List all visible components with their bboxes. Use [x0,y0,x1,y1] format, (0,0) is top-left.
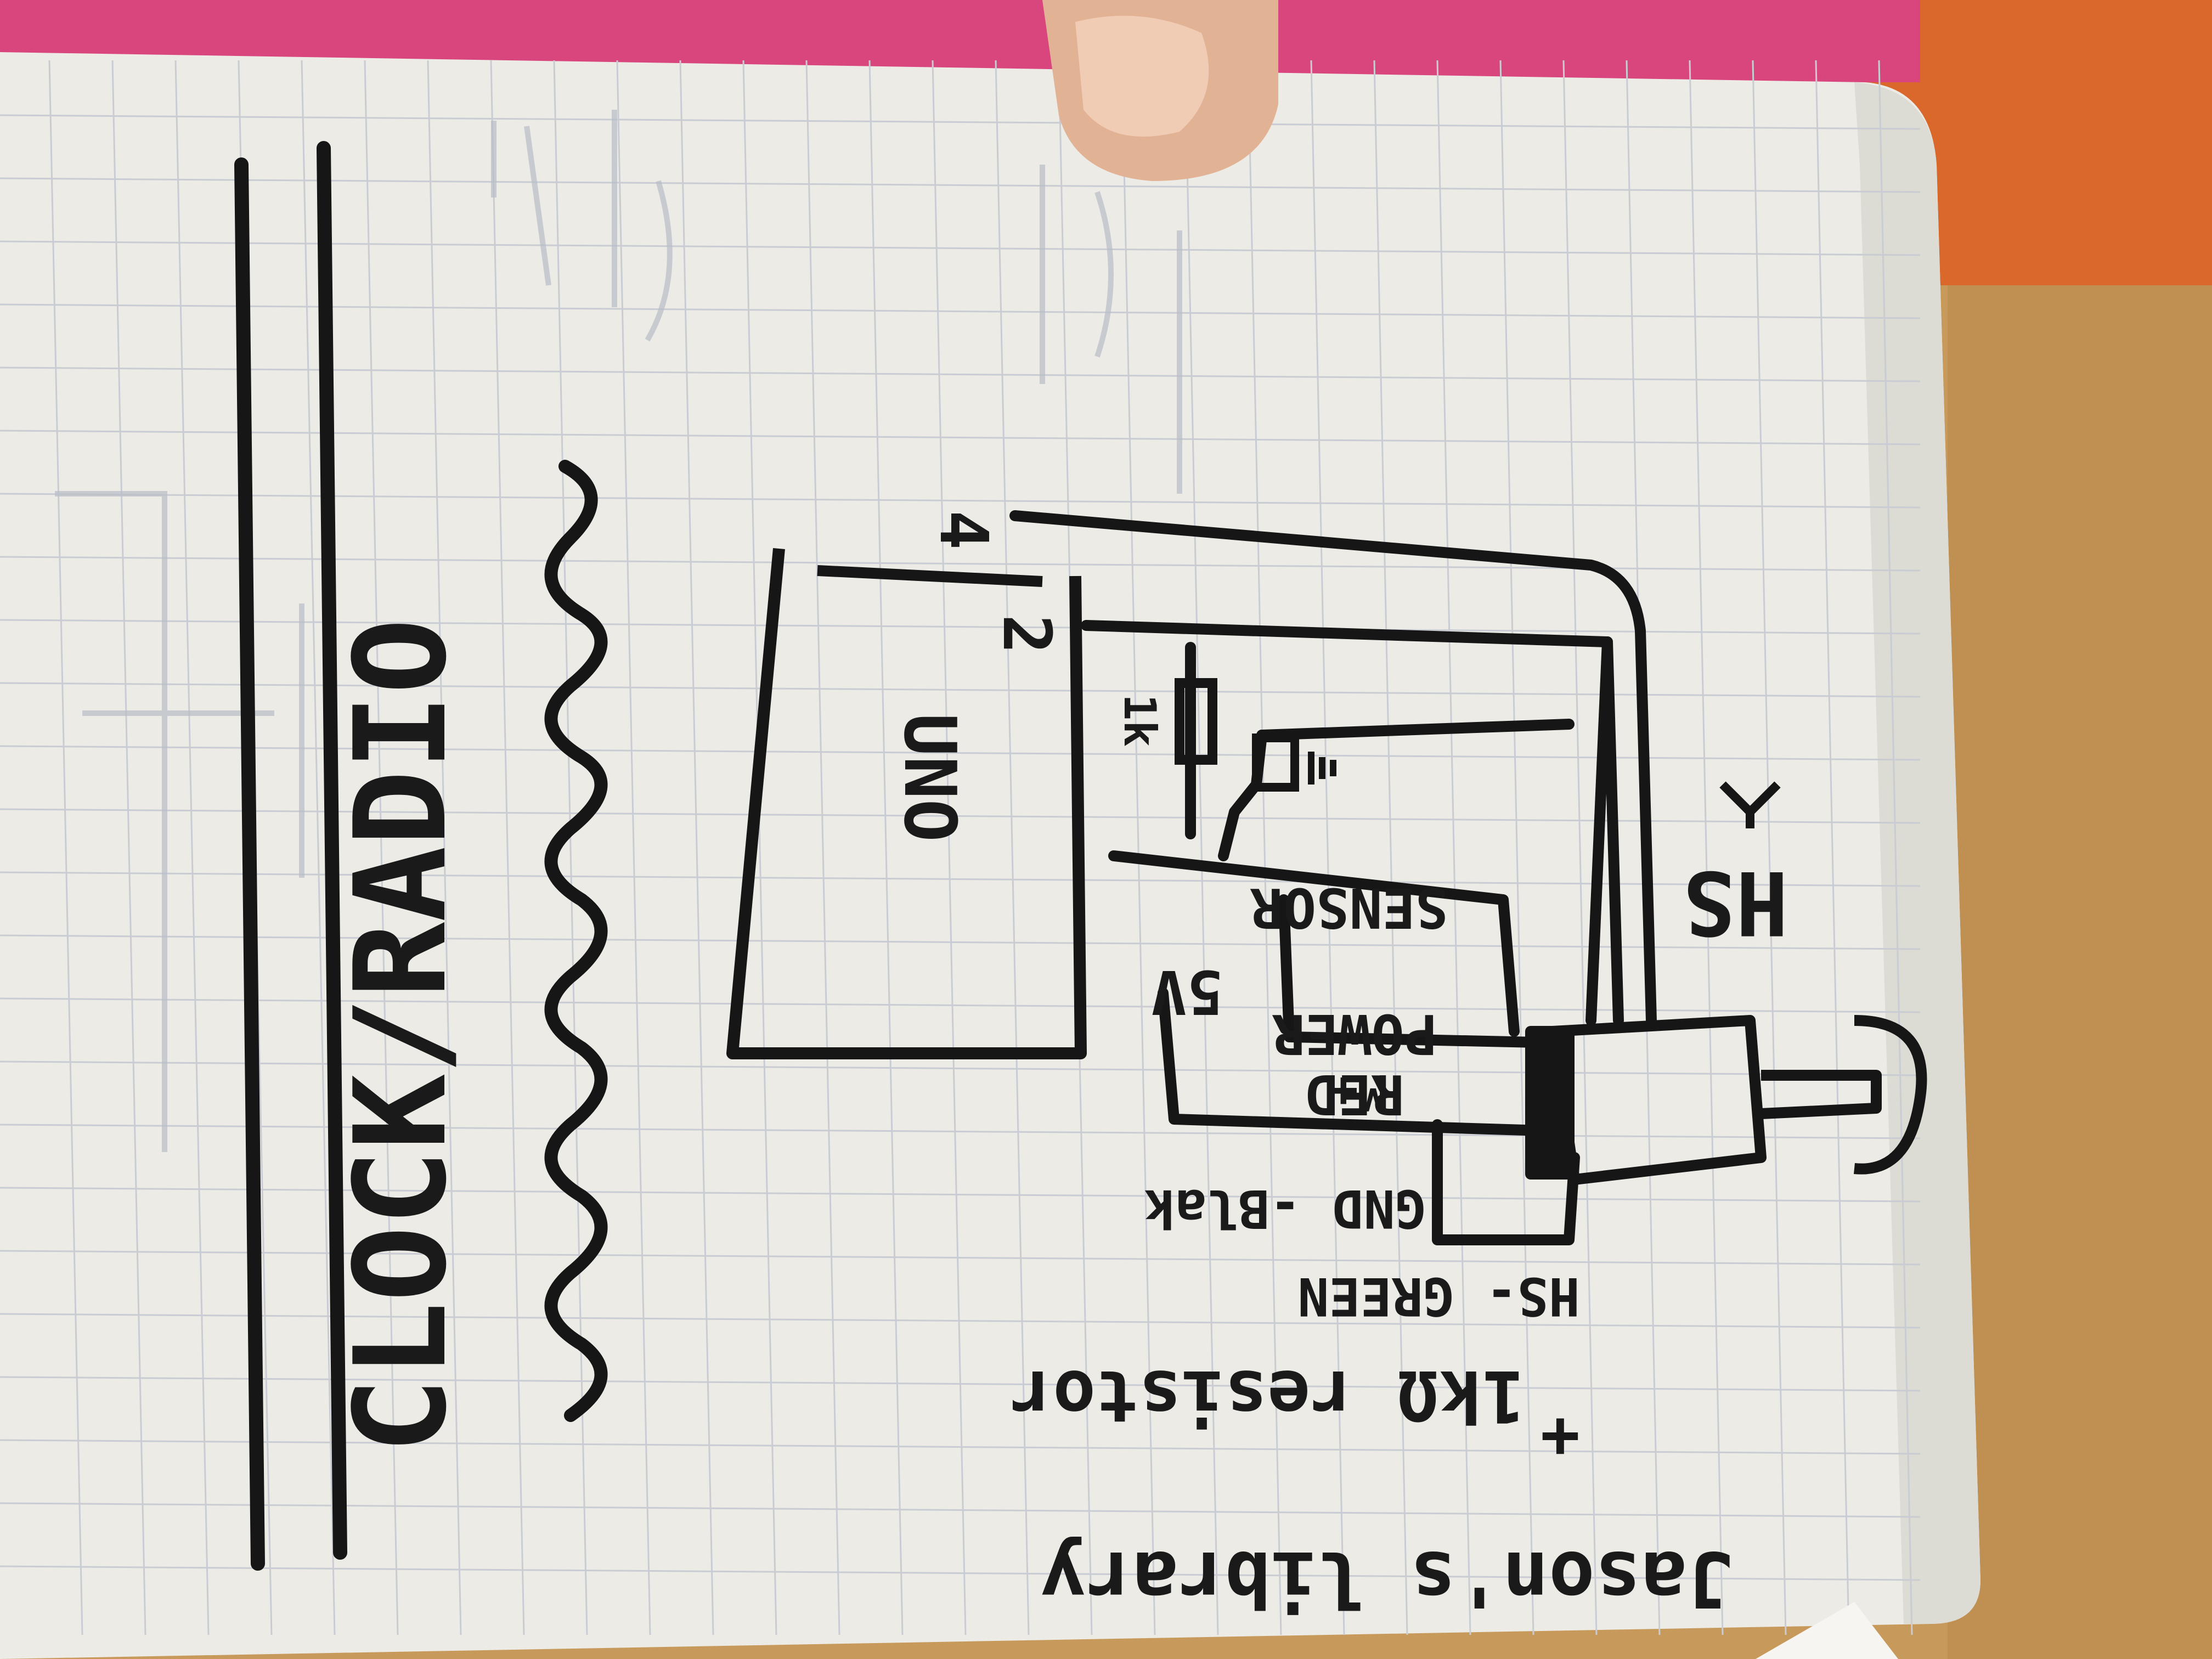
uno-label: UNO [888,713,972,842]
grid-line-vertical [868,60,904,1635]
grid-line-horizontal [0,997,1921,1013]
plus-note: + [1541,1400,1580,1476]
uno-board [726,548,1087,1059]
five-v-label: 5V [1151,957,1223,1027]
grid-line-vertical [427,60,462,1635]
double-rule [234,141,347,1571]
grid-line-vertical [1121,60,1156,1635]
circuit-wires [1009,510,1657,1245]
gnd-black-label: GND -Blak [1144,1178,1426,1238]
grid-line-vertical [995,60,1030,1635]
grid-line-vertical [805,60,840,1635]
hs-label: HS [1683,851,1788,954]
sensor-ground-symbol [1308,752,1336,785]
grid-line-vertical [1878,60,1913,1635]
grid-line-vertical [553,60,588,1635]
title-clock-radio: CLOCK/RADIO [328,618,475,1454]
grid-line-horizontal [0,1565,1921,1581]
grid-line-vertical [1562,60,1598,1635]
hs-green-label: HS- GREEN [1297,1266,1580,1326]
grid-line-horizontal [0,934,1921,950]
grid-line-vertical [742,60,777,1635]
grid-line-vertical [1184,60,1219,1635]
bleed-through-writing [55,110,1182,1152]
resistor-1k [1175,678,1217,765]
red-label: RED [1305,1062,1404,1126]
grid-line-vertical [364,60,399,1635]
hs-arrow [1719,781,1781,828]
grid-line-horizontal [0,1060,1921,1076]
resistor-note: 1kΩ resistor [1010,1355,1525,1438]
grid-line-vertical [174,60,210,1635]
grid-line-vertical [490,60,525,1635]
grid-line-vertical [1815,60,1850,1635]
pin-2-label: 2 [988,614,1064,654]
page-curl [1756,1602,1898,1659]
m-plus-label: M+ [1329,1063,1388,1121]
grid-line-vertical [1752,60,1787,1635]
resistor-1k-label: 1k [1114,694,1165,747]
grid-line-vertical [111,60,146,1635]
grid-line-vertical [48,60,83,1635]
grid-line-horizontal [0,1124,1921,1139]
grid-line-vertical [679,60,714,1635]
grid-line-horizontal [0,493,1921,509]
uno-pin-line [817,565,1043,587]
sensor-box [1252,733,1299,792]
grid-line-horizontal [0,1439,1921,1455]
table-grain [1948,274,2212,1659]
grid-line-vertical [1247,60,1282,1635]
library-note: Jason's library [1040,1534,1734,1623]
grid-line-horizontal [0,114,1921,130]
grid-line-horizontal [0,619,1921,635]
grid-line-horizontal [0,1502,1921,1518]
grid-line-vertical [1689,60,1724,1635]
power-label: POWER [1272,1002,1437,1066]
notebook-page [0,52,1980,1659]
page-edge-shadow [1854,82,1980,1624]
grid-line-vertical [301,60,336,1635]
grid-line-horizontal [0,1376,1921,1392]
grid-line-vertical [1499,60,1534,1635]
finger [1042,0,1278,181]
grid-line-horizontal [0,1250,1921,1266]
grid-line-horizontal [0,1187,1921,1203]
grid-line-vertical [1436,60,1471,1635]
grid-line-vertical [1310,60,1345,1635]
grid-line-vertical [1373,60,1408,1635]
pin-4-label: 4 [925,510,1001,550]
grid-line-vertical [616,60,651,1635]
sensor-label: SENSOR [1250,876,1448,940]
grid-line-horizontal [0,1313,1921,1329]
grid-line-vertical [932,60,967,1635]
motor-component [1525,1015,1927,1185]
wavy-underline [544,460,608,1422]
